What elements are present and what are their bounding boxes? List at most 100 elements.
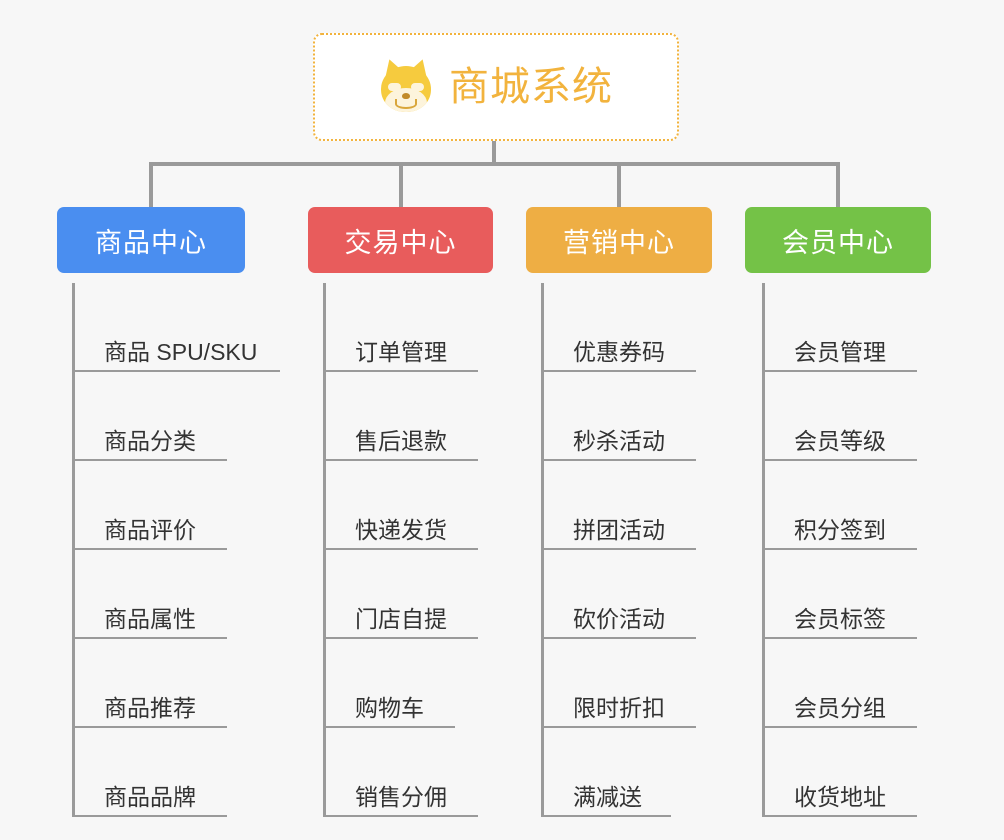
category-label-marketing-center: 营销中心 [563,227,675,258]
leaf-item-rule [323,370,478,372]
leaf-item[interactable]: 购物车 [323,639,455,728]
leaf-item[interactable]: 商品品牌 [72,728,257,817]
root-title: 商城系统 [449,65,613,109]
leaf-item-label: 商品品牌 [104,784,196,810]
leaf-item-rule [323,637,478,639]
leaf-item-rule [72,459,227,461]
category-label-trade-center: 交易中心 [344,227,457,258]
drop-connector-marketing-center [617,162,621,207]
leaf-spine-marketing-center [541,283,544,817]
leaf-item[interactable]: 商品分类 [72,372,257,461]
leaf-item-label: 商品推荐 [104,695,196,721]
leaf-item-rule [762,548,917,550]
leaf-item-rule [541,548,696,550]
leaf-item[interactable]: 订单管理 [323,283,478,372]
shiba-head-icon [381,66,431,112]
leaf-item[interactable]: 售后退款 [323,372,478,461]
leaf-item-label: 秒杀活动 [573,428,665,454]
leaf-item-label: 快递发货 [355,517,447,543]
leaf-item[interactable]: 销售分佣 [323,728,478,817]
leaf-item[interactable]: 会员等级 [762,372,917,461]
leaf-item-rule [541,370,696,372]
leaf-item-label: 积分签到 [794,517,886,543]
leaf-item-rule [72,548,227,550]
leaf-item-rule [323,726,455,728]
leaf-item-label: 售后退款 [355,428,447,454]
leaf-item[interactable]: 会员分组 [762,639,917,728]
leaf-item-rule [541,726,696,728]
leaf-item-label: 会员标签 [794,606,886,632]
leaf-item-label: 会员等级 [794,428,886,454]
leaf-item-rule [762,637,917,639]
leaf-item[interactable]: 商品评价 [72,461,257,550]
shiba-eye-left-icon [388,83,401,91]
leaf-item-label: 商品 SPU/SKU [104,339,258,365]
leaf-item[interactable]: 门店自提 [323,550,478,639]
category-box-product-center[interactable]: 商品中心 [57,207,245,273]
leaf-item-label: 购物车 [355,695,424,721]
leaf-item[interactable]: 秒杀活动 [541,372,696,461]
leaf-item[interactable]: 商品 SPU/SKU [72,283,280,372]
category-label-product-center: 商品中心 [95,227,207,258]
leaf-item[interactable]: 砍价活动 [541,550,696,639]
leaf-item-rule [541,459,696,461]
leaf-item[interactable]: 拼团活动 [541,461,696,550]
leaf-item-rule [72,637,227,639]
leaf-item-label: 会员分组 [794,695,886,721]
horizontal-bus-connector [149,162,840,166]
category-label-member-center: 会员中心 [782,227,894,258]
leaf-item-rule [762,370,917,372]
leaf-item[interactable]: 满减送 [541,728,671,817]
leaf-item-rule [323,815,478,817]
leaf-item[interactable]: 商品属性 [72,550,257,639]
leaf-item-label: 会员管理 [794,339,886,365]
leaf-item-rule [72,370,280,372]
leaf-item[interactable]: 积分签到 [762,461,917,550]
leaf-item-label: 收货地址 [794,784,886,810]
shiba-eye-right-icon [411,83,424,91]
leaf-column-member-center: 会员管理会员等级积分签到会员标签会员分组收货地址 [762,283,917,817]
leaf-item-label: 拼团活动 [573,517,665,543]
leaf-item[interactable]: 会员管理 [762,283,917,372]
leaf-item-rule [762,815,917,817]
leaf-item[interactable]: 限时折扣 [541,639,696,728]
leaf-item-rule [323,548,478,550]
root-node[interactable]: 商城系统 [313,33,679,141]
category-box-trade-center[interactable]: 交易中心 [308,207,493,273]
drop-connector-trade-center [399,162,403,207]
leaf-item[interactable]: 商品推荐 [72,639,257,728]
leaf-item-label: 销售分佣 [355,784,447,810]
leaf-item-label: 商品分类 [104,428,196,454]
leaf-spine-product-center [72,283,75,817]
leaf-item-label: 门店自提 [355,606,447,632]
shiba-mouth-icon [395,99,417,109]
leaf-item-label: 订单管理 [355,339,447,365]
drop-connector-member-center [836,162,840,207]
shiba-dog-face-icon [379,56,433,114]
leaf-item-rule [323,459,478,461]
leaf-item-rule [762,459,917,461]
leaf-item-rule [72,815,227,817]
leaf-item-label: 砍价活动 [573,606,665,632]
category-box-member-center[interactable]: 会员中心 [745,207,931,273]
category-box-marketing-center[interactable]: 营销中心 [526,207,712,273]
leaf-item-rule [762,726,917,728]
leaf-item[interactable]: 快递发货 [323,461,478,550]
leaf-item[interactable]: 优惠券码 [541,283,696,372]
leaf-item-rule [541,637,696,639]
drop-connector-product-center [149,162,153,207]
leaf-item-rule [541,815,671,817]
leaf-column-trade-center: 订单管理售后退款快递发货门店自提购物车销售分佣 [323,283,478,817]
shiba-nose-icon [402,93,410,99]
leaf-column-product-center: 商品 SPU/SKU 商品分类商品评价商品属性商品推荐商品品牌 [72,283,280,817]
leaf-item-label: 限时折扣 [573,695,665,721]
leaf-item-label: 商品属性 [104,606,196,632]
leaf-item[interactable]: 收货地址 [762,728,917,817]
leaf-spine-trade-center [323,283,326,817]
leaf-item-rule [72,726,227,728]
leaf-item[interactable]: 会员标签 [762,550,917,639]
leaf-item-label: 优惠券码 [573,339,665,365]
root-stem-connector [492,141,496,166]
leaf-item-label: 商品评价 [104,517,196,543]
